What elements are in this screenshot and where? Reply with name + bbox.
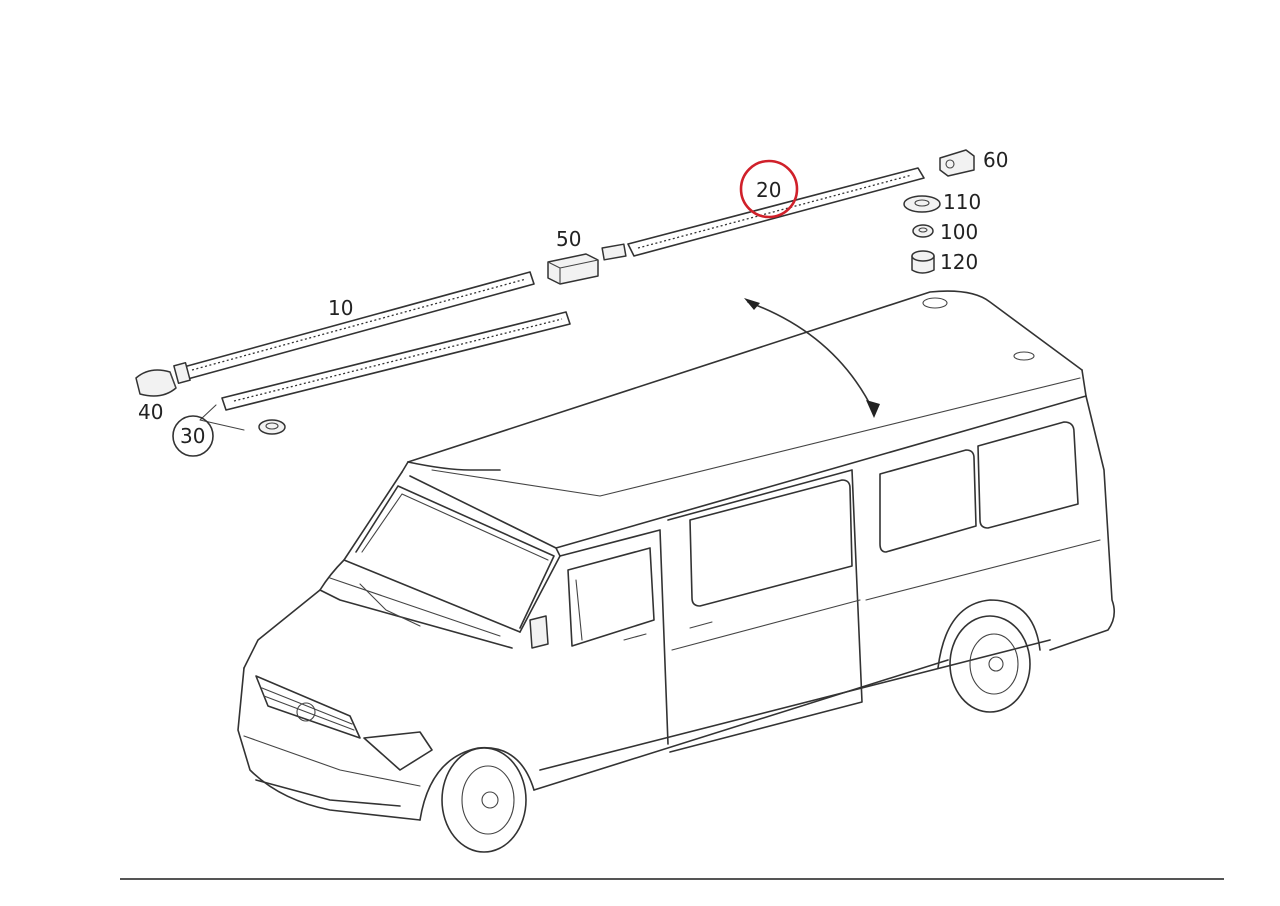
callout-20-highlight-circle [739, 159, 799, 219]
part-100-nut[interactable] [912, 224, 934, 238]
callout-60: 60 [983, 148, 1008, 172]
part-120-sleeve[interactable] [911, 250, 935, 274]
callout-60-label: 60 [983, 148, 1008, 172]
callout-50-label: 50 [556, 227, 581, 251]
callout-40-label: 40 [138, 400, 163, 424]
arrow-to-roof [744, 298, 880, 418]
callout-10: 10 [328, 296, 353, 320]
part-50-connector[interactable] [547, 253, 599, 285]
callout-40: 40 [138, 400, 163, 424]
part-20-channel[interactable] [601, 167, 925, 261]
callout-10-label: 10 [328, 296, 353, 320]
callout-100-label: 100 [940, 220, 978, 244]
callout-120: 120 [940, 250, 978, 274]
callout-30-label: 30 [180, 424, 205, 448]
part-40-end-cap[interactable] [135, 369, 177, 397]
callout-110: 110 [943, 190, 981, 214]
part-110-washer[interactable] [903, 195, 941, 213]
grommet [258, 419, 286, 435]
callout-50: 50 [556, 227, 581, 251]
van-drawing [237, 290, 1116, 853]
callout-110-label: 110 [943, 190, 981, 214]
callout-20: 20 [739, 159, 799, 219]
callout-30-circle [172, 415, 214, 457]
part-30-rail[interactable] [199, 311, 571, 431]
part-60-clip[interactable] [939, 149, 975, 177]
part-10-rail[interactable] [173, 271, 535, 384]
callout-30: 30 [172, 415, 214, 457]
callout-20-label: 20 [756, 178, 781, 202]
callout-120-label: 120 [940, 250, 978, 274]
callout-100: 100 [940, 220, 978, 244]
